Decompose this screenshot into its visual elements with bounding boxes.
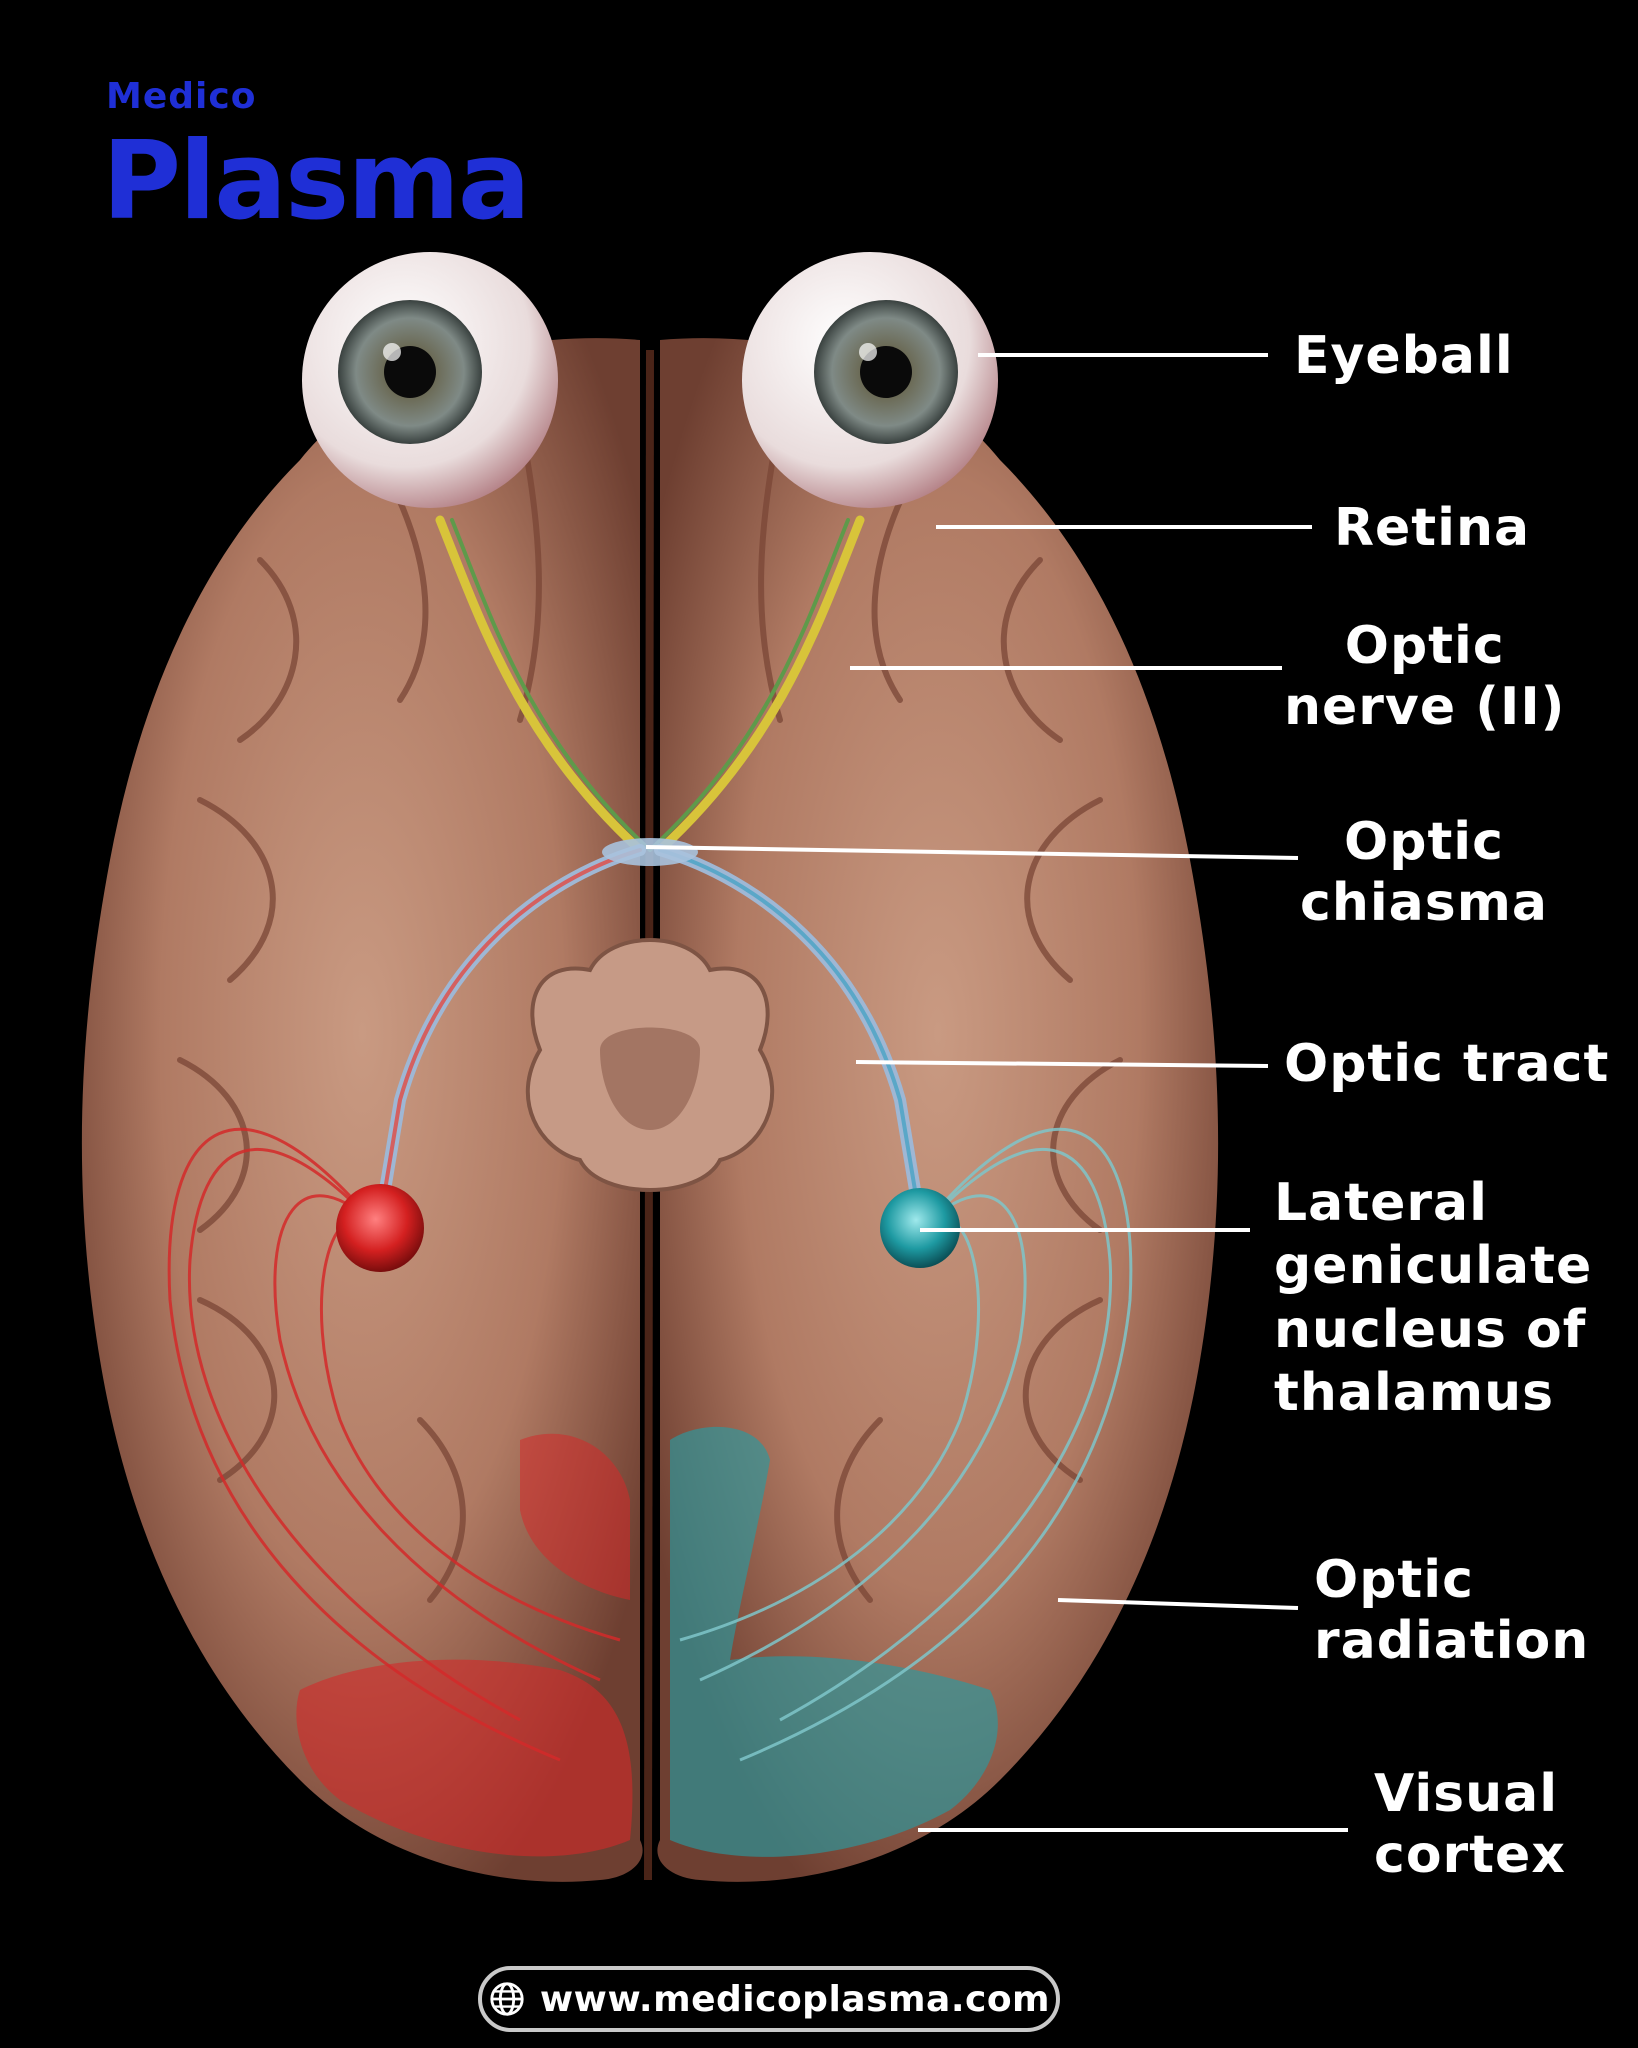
gyri-texture — [177, 417, 1123, 1603]
brand-logo-large: Plasma — [102, 119, 531, 244]
visual-cortex-left — [296, 1659, 633, 1857]
eyeball-left — [302, 252, 558, 508]
label-optic-nerve: Optic nerve (II) — [1284, 616, 1566, 738]
brain-shape — [657, 338, 1219, 1882]
brain-shape — [81, 338, 643, 1882]
eyeball-right — [742, 252, 998, 508]
brand-logo-small: Medico — [106, 76, 257, 117]
visual-cortex-left — [520, 1433, 630, 1600]
website-url: www.medicoplasma.com — [539, 1978, 1051, 2020]
label-optic-tract: Optic tract — [1284, 1034, 1610, 1094]
leader-lines — [645, 353, 1348, 1832]
label-optic-chiasma: Optic chiasma — [1300, 812, 1548, 934]
lgn-left — [336, 1184, 424, 1272]
brainstem-core — [600, 1027, 700, 1130]
label-retina: Retina — [1334, 498, 1531, 558]
label-eyeball: Eyeball — [1294, 326, 1514, 386]
label-lateral-geniculate-nucleus: Lateral geniculate nucleus of thalamus — [1274, 1173, 1593, 1424]
globe-icon — [490, 1982, 524, 2016]
visual-cortex-right — [670, 1426, 998, 1857]
website-link[interactable]: www.medicoplasma.com — [478, 1966, 1060, 2032]
optic-chiasma — [602, 838, 698, 866]
label-optic-radiation: Optic radiation — [1314, 1550, 1590, 1672]
label-visual-cortex: Visual cortex — [1374, 1764, 1566, 1886]
optic-nerves — [435, 515, 865, 855]
